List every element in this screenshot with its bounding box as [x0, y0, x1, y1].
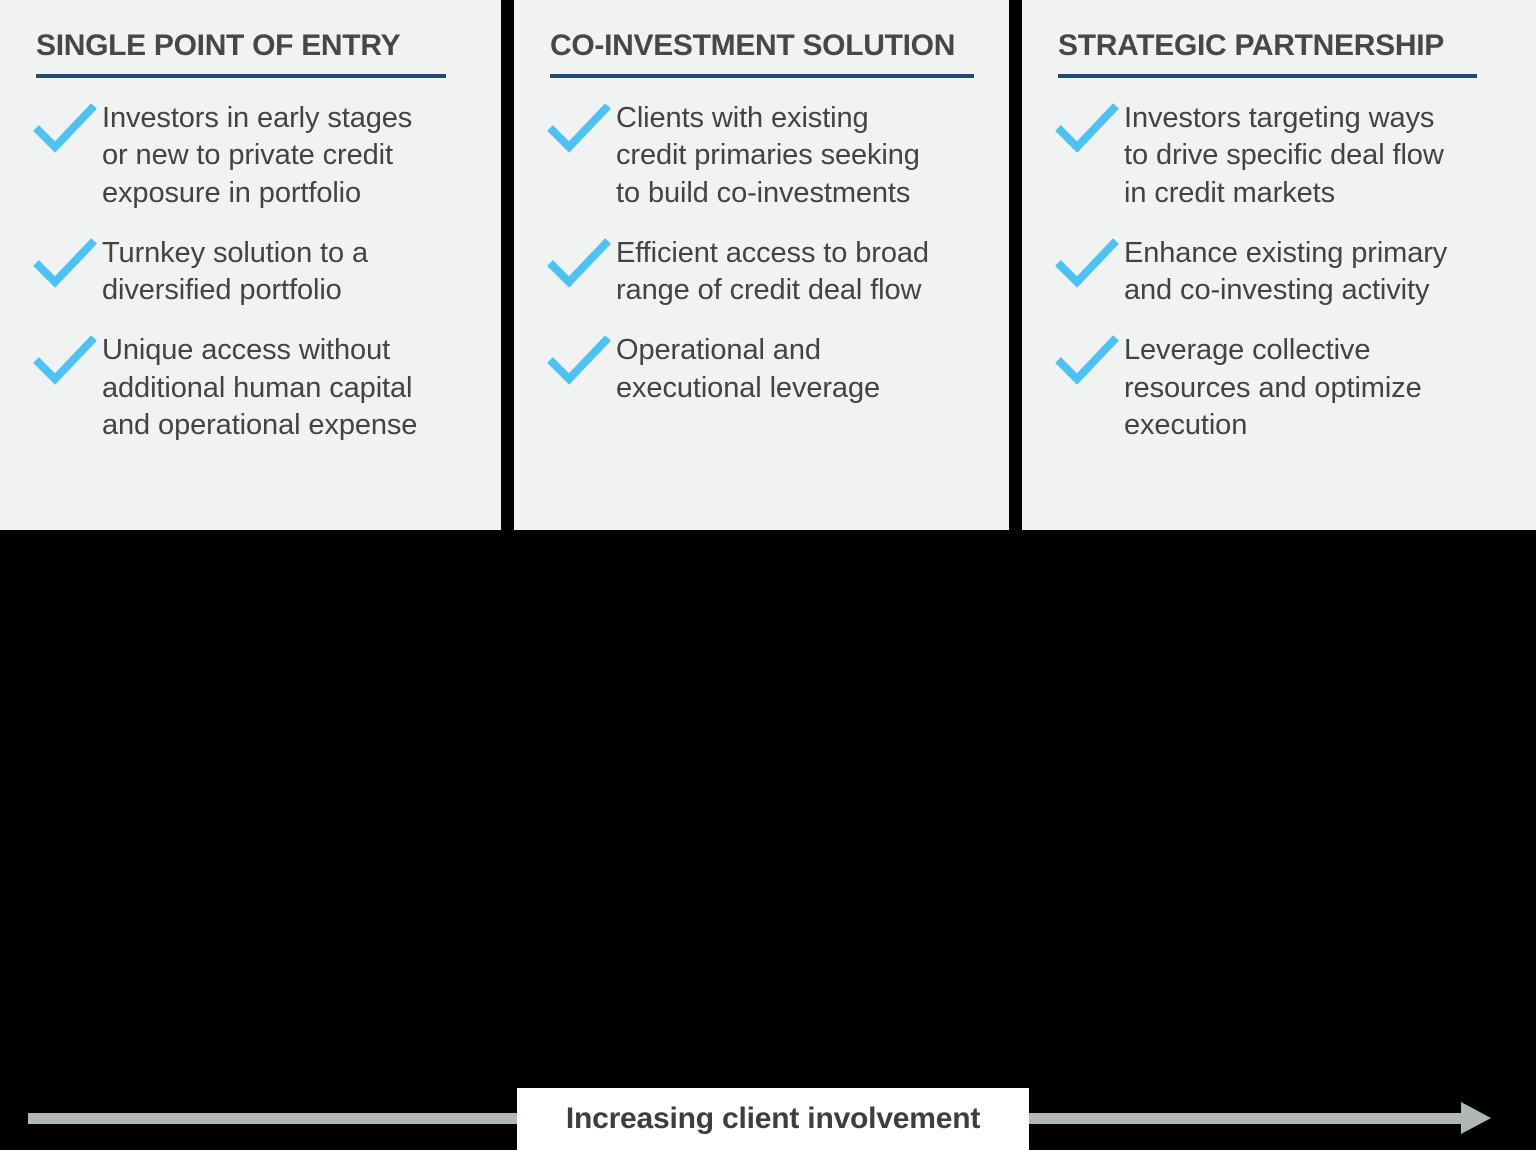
- column-title: STRATEGIC PARTNERSHIP: [1058, 29, 1444, 62]
- list-item: Operational and executional leverage: [544, 332, 983, 407]
- list-item-text: Turnkey solution to a diversified portfo…: [102, 236, 369, 307]
- list-item-text: Leverage collective resources and optimi…: [1124, 333, 1422, 442]
- column-single-point-of-entry: SINGLE POINT OF ENTRY Investors in early…: [0, 0, 501, 530]
- check-icon: [1052, 237, 1124, 289]
- list-item-text: Enhance existing primary and co-investin…: [1124, 236, 1448, 307]
- list-item-text: Clients with existing credit primaries s…: [616, 101, 920, 209]
- arrow-band: Increasing client involvement: [0, 530, 1536, 1150]
- list-item: Leverage collective resources and optimi…: [1052, 332, 1510, 445]
- check-icon: [544, 102, 616, 154]
- title-underline: [550, 73, 974, 78]
- column-title: CO-INVESTMENT SOLUTION: [550, 29, 956, 62]
- column-co-investment-solution: CO-INVESTMENT SOLUTION Clients with exis…: [514, 0, 1009, 530]
- arrow-label-text: Increasing client involvement: [565, 1102, 981, 1135]
- list-item-text: Efficient access to broad range of credi…: [616, 236, 929, 307]
- bullet-list: Investors targeting ways to drive specif…: [1052, 100, 1510, 446]
- column-divider: [501, 0, 514, 530]
- column-strategic-partnership: STRATEGIC PARTNERSHIP Investors targetin…: [1022, 0, 1536, 530]
- list-item-text: Investors in early stages or new to priv…: [102, 101, 413, 209]
- check-icon: [1052, 334, 1124, 386]
- check-icon: [30, 102, 102, 154]
- list-item-text: Operational and executional leverage: [616, 333, 881, 404]
- check-icon: [1052, 102, 1124, 154]
- column-title: SINGLE POINT OF ENTRY: [36, 29, 401, 62]
- column-divider: [1009, 0, 1022, 530]
- check-icon: [544, 237, 616, 289]
- list-item: Efficient access to broad range of credi…: [544, 235, 983, 310]
- list-item: Enhance existing primary and co-investin…: [1052, 235, 1510, 310]
- list-item-text: Investors targeting ways to drive specif…: [1124, 101, 1444, 209]
- list-item: Clients with existing credit primaries s…: [544, 100, 983, 213]
- columns-container: SINGLE POINT OF ENTRY Investors in early…: [0, 0, 1536, 530]
- title-underline: [1058, 73, 1477, 78]
- check-icon: [544, 334, 616, 386]
- list-item: Unique access without additional human c…: [30, 332, 475, 445]
- check-icon: [30, 237, 102, 289]
- bullet-list: Clients with existing credit primaries s…: [544, 100, 983, 408]
- arrow-right-icon-head: [1461, 1102, 1491, 1134]
- bullet-list: Investors in early stages or new to priv…: [30, 100, 475, 446]
- list-item: Turnkey solution to a diversified portfo…: [30, 235, 475, 310]
- check-icon: [30, 334, 102, 386]
- arrow-label: Increasing client involvement: [517, 1088, 1029, 1150]
- title-underline: [36, 73, 446, 78]
- list-item: Investors targeting ways to drive specif…: [1052, 100, 1510, 213]
- list-item-text: Unique access without additional human c…: [102, 333, 418, 442]
- list-item: Investors in early stages or new to priv…: [30, 100, 475, 213]
